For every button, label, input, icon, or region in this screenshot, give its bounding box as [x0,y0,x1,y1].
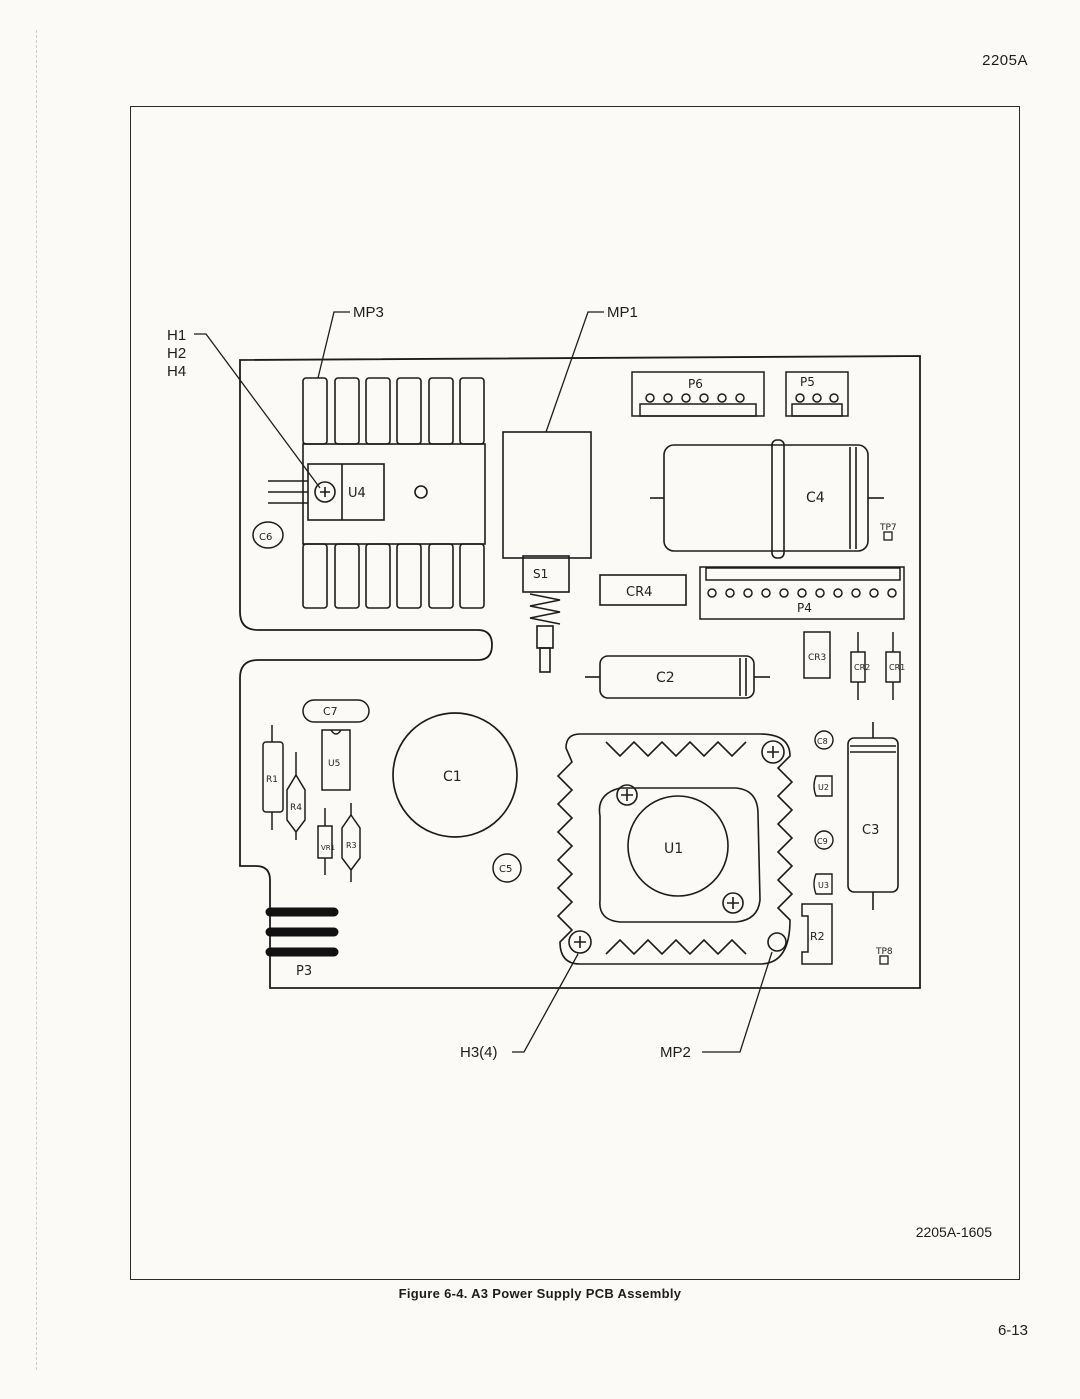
tp7-label: TP7 [879,523,897,533]
r2-resistor [801,903,833,965]
c8-label: C8 [817,737,828,746]
figure-frame [130,106,1020,1280]
mp3-heatsink [302,377,486,609]
p5-label: P5 [800,375,815,389]
r4-label: R4 [290,803,302,813]
callout-h4: H4 [167,363,186,380]
u5-label: U5 [328,759,340,769]
c7-capacitor [302,699,370,723]
p3-label: P3 [296,964,312,979]
s1-switch [502,431,592,673]
r4-resistor [286,752,306,840]
u2-label: U2 [818,783,829,792]
p4-label: P4 [797,601,812,615]
u1-label: U1 [664,841,683,857]
c2-capacitor [585,655,770,699]
c9-label: C9 [817,837,828,846]
c6-label: C6 [259,532,272,543]
callout-mp1: MP1 [607,304,638,321]
c8-capacitor [814,730,834,750]
r1-resistor [262,725,284,830]
c7-label: C7 [323,705,338,718]
c1-label: C1 [443,769,462,785]
cr2-diode [850,632,866,700]
u4-regulator [268,463,385,521]
callout-leaders [194,311,773,1053]
c4-capacitor [650,439,884,559]
scan-edge-line [36,30,38,1370]
callout-h1: H1 [167,327,186,344]
c1-capacitor [392,712,518,838]
u3-transistor [813,873,833,895]
cr3-diode [803,631,831,679]
callout-h2: H2 [167,345,186,362]
c5-capacitor [492,853,522,883]
c4-label: C4 [806,490,825,506]
cr4-label: CR4 [626,585,652,600]
pcb-board-outline [239,355,921,989]
page-number: 6-13 [997,1322,1028,1339]
callout-mp2: MP2 [660,1044,691,1061]
tp8-testpoint [879,955,889,965]
u3-label: U3 [818,881,829,890]
mp2-heatsink [556,733,794,965]
c2-label: C2 [656,670,675,686]
cr3-label: CR3 [808,653,826,663]
c3-capacitor [847,722,899,910]
c6-capacitor [252,521,284,549]
r3-resistor [341,803,361,882]
u2-transistor [813,775,833,797]
vr1-label: VR1 [321,844,335,852]
p6-label: P6 [688,377,703,391]
tp8-label: TP8 [875,947,893,957]
r3-label: R3 [346,841,357,850]
figure-caption: Figure 6-4. A3 Power Supply PCB Assembly [398,1286,682,1301]
vr1-diode [317,808,333,875]
cr1-label: CR1 [889,663,905,672]
u5-ic [321,729,351,791]
cr1-diode [885,632,901,700]
r2-label: R2 [810,930,825,943]
u4-label: U4 [348,486,366,501]
p4-connector [699,566,905,620]
drawing-code: 2205A-1605 [915,1224,992,1240]
tp7-testpoint [883,531,893,541]
c9-capacitor [814,830,834,850]
c5-label: C5 [499,864,512,875]
p3-connector [265,907,339,957]
cr2-label: CR2 [854,663,870,672]
p5-connector [785,371,849,417]
document-id: 2205A [982,52,1028,69]
callout-h3: H3(4) [460,1044,498,1061]
p6-connector [631,371,765,417]
cr4-diode [599,574,687,606]
callout-mp3: MP3 [353,304,384,321]
s1-label: S1 [533,567,548,581]
c3-label: C3 [862,823,879,838]
r1-label: R1 [266,775,278,785]
